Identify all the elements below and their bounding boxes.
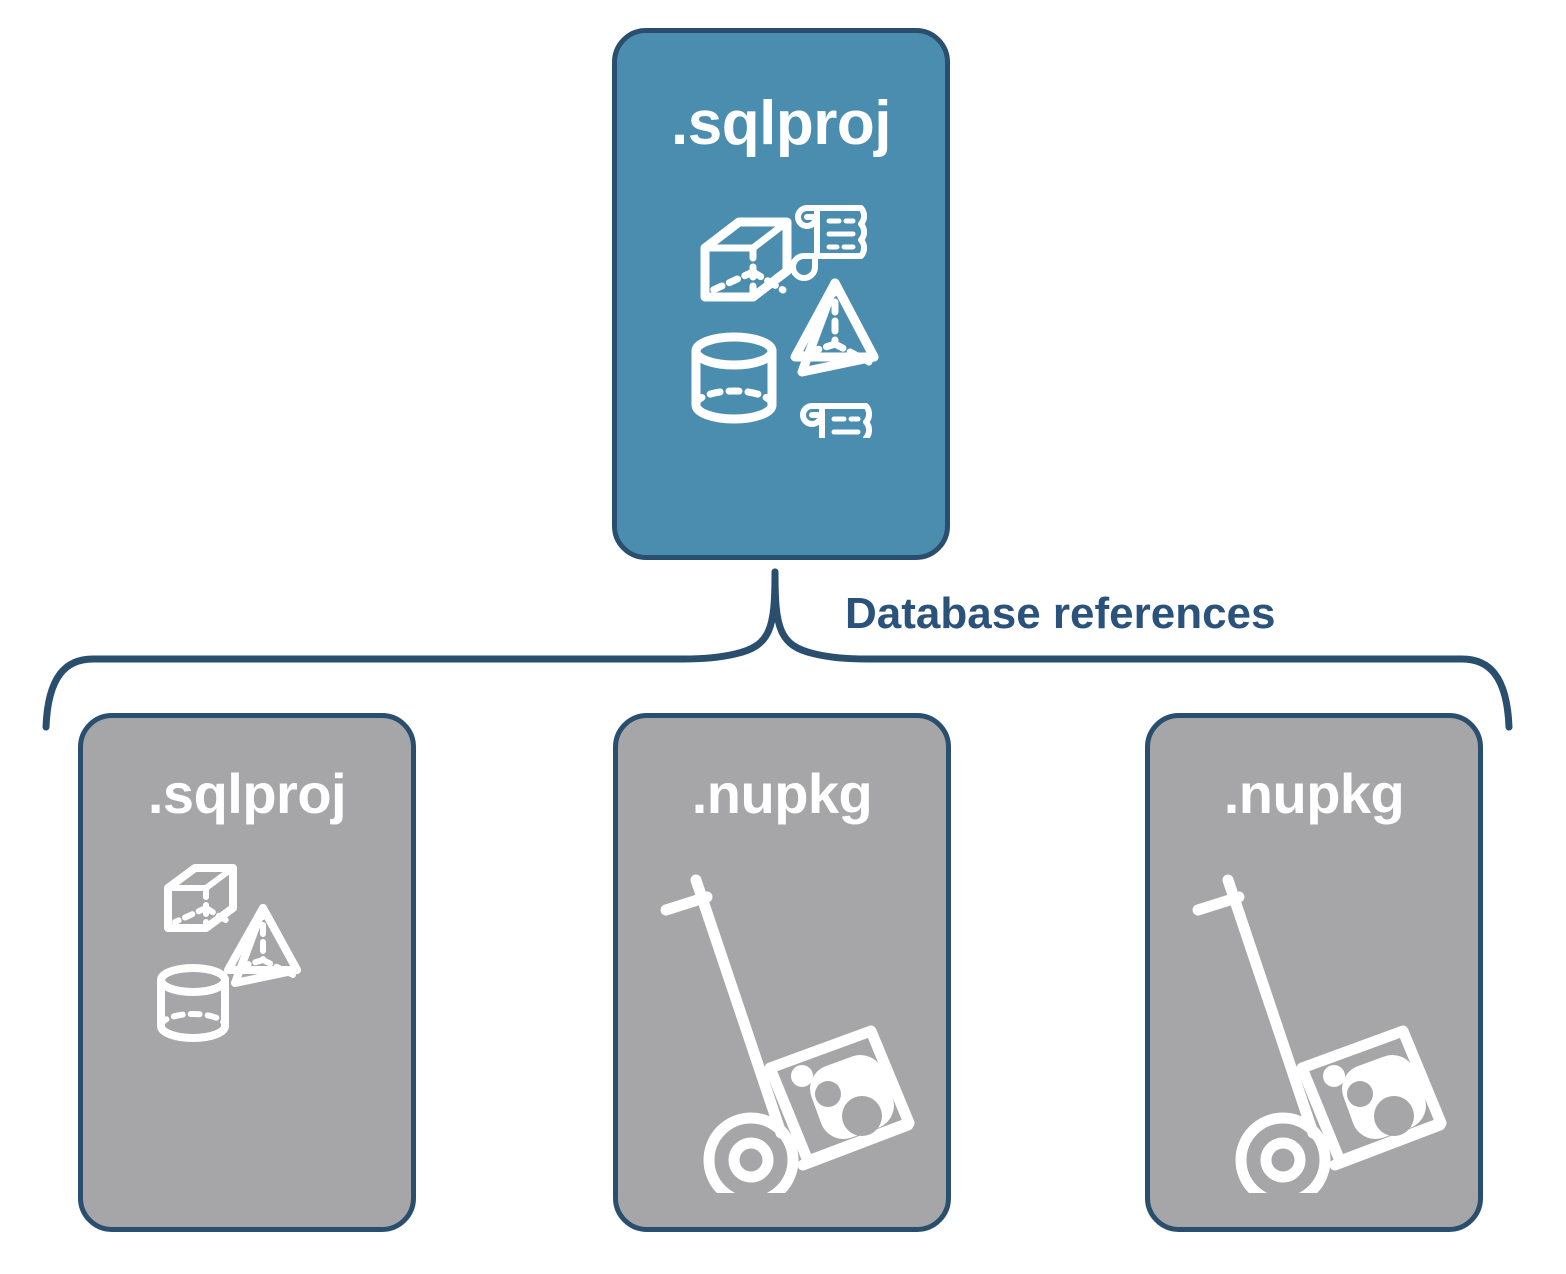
wheel-hub-icon (728, 1137, 774, 1183)
node-title: .sqlproj (671, 89, 891, 158)
node-icon-group (1150, 863, 1478, 1193)
cylinder-icon (157, 964, 229, 1042)
scroll-icon (800, 403, 872, 438)
pyramid-icon (790, 278, 879, 377)
node-icon-group (83, 858, 411, 1088)
node-child-nupkg-2[interactable]: .nupkg (1145, 713, 1483, 1232)
node-title: .nupkg (691, 762, 873, 825)
cylinder-icon (691, 332, 777, 424)
cube-icon (700, 217, 792, 302)
node-root-sqlproj[interactable]: .sqlproj (612, 28, 950, 560)
scroll-icon (790, 205, 867, 281)
node-child-nupkg-1[interactable]: .nupkg (613, 713, 951, 1232)
pyramid-icon (224, 904, 301, 987)
wheel-icon (1235, 1112, 1331, 1193)
wheel-hub-icon (1260, 1137, 1306, 1183)
nuget-package-icon (764, 1025, 915, 1167)
wheel-icon (703, 1112, 799, 1193)
node-icon-group (617, 158, 945, 438)
node-title: .sqlproj (147, 762, 347, 825)
cube-icon (164, 864, 237, 932)
node-title: .nupkg (1223, 762, 1405, 825)
node-icon-group (618, 863, 946, 1193)
connector-label-database-references: Database references (845, 589, 1276, 638)
nuget-package-icon (1296, 1025, 1447, 1167)
node-child-sqlproj[interactable]: .sqlproj (78, 713, 416, 1232)
